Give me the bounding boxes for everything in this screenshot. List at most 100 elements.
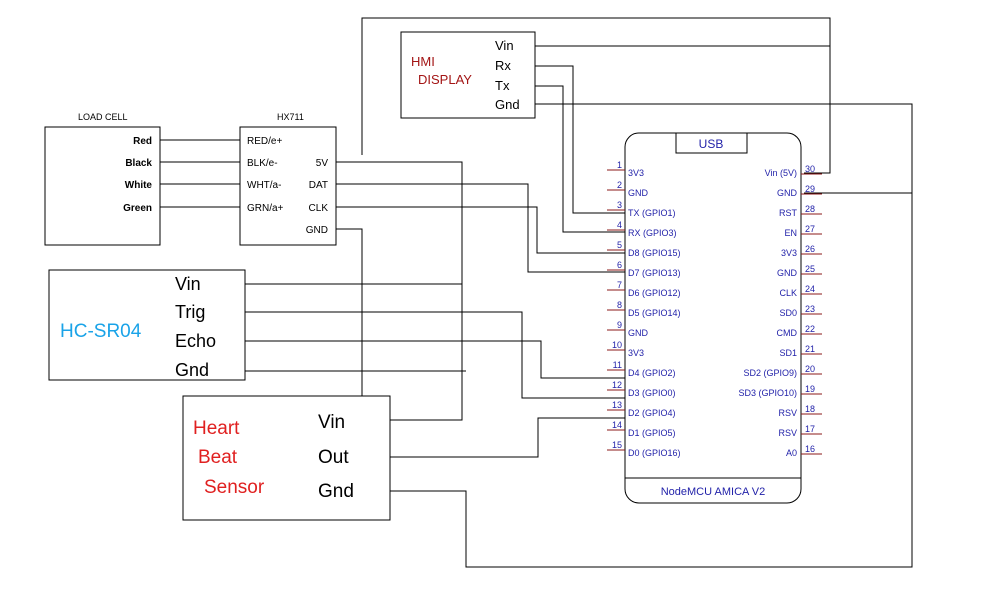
load-cell-pin-label: White	[125, 180, 153, 191]
nodemcu-left-pin-label: D5 (GPIO14)	[628, 308, 681, 318]
hx711-right-pin-label: GND	[306, 225, 328, 236]
nodemcu-right-pin-number: 22	[805, 324, 815, 334]
nodemcu-right-pin-label: EN	[784, 228, 797, 238]
hx711-left-pin-labels: RED/e+ BLK/e- WHT/a- GRN/a+	[247, 136, 284, 214]
hmi-title-line2: DISPLAY	[418, 72, 472, 87]
nodemcu-left-pin-label: GND	[628, 328, 649, 338]
hc-sr04-pin-label: Gnd	[175, 360, 209, 380]
nodemcu-left-pin-label: D6 (GPIO12)	[628, 288, 681, 298]
nodemcu-left-pin-label: D8 (GPIO15)	[628, 248, 681, 258]
nodemcu-right-pin-number: 28	[805, 204, 815, 214]
nodemcu-left-pin-label: GND	[628, 188, 649, 198]
nodemcu-left-pin-label: RX (GPIO3)	[628, 228, 677, 238]
load-cell-pin-label: Black	[125, 158, 152, 169]
nodemcu-right-pin-number: 25	[805, 264, 815, 274]
hmi-title-line1: HMI	[411, 54, 435, 69]
nodemcu-right-pin-number: 20	[805, 364, 815, 374]
nodemcu-left-pin-number: 1	[617, 160, 622, 170]
nodemcu-right-pin-number: 29	[805, 184, 815, 194]
nodemcu-right-pin-label: RSV	[778, 408, 797, 418]
nodemcu-right-pin-label: SD0	[779, 308, 797, 318]
hc-sr04-title: HC-SR04	[60, 321, 142, 342]
nodemcu-left-pin-label: D0 (GPIO16)	[628, 448, 681, 458]
nodemcu-left-pin-label: 3V3	[628, 168, 644, 178]
hx711-right-pin-labels: 5V DAT CLK GND	[306, 158, 329, 236]
nodemcu-right-pin-label: Vin (5V)	[765, 168, 797, 178]
hx711-right-pin-label: DAT	[309, 180, 328, 191]
hmi-pin-label: Gnd	[495, 97, 520, 112]
heart-title-line1: Heart	[193, 418, 240, 439]
nodemcu-left-pin-label: D2 (GPIO4)	[628, 408, 676, 418]
load-cell-pin-label: Green	[123, 203, 152, 214]
nodemcu-left-pin-number: 8	[617, 300, 622, 310]
load-cell-pin-label: Red	[133, 136, 152, 147]
hc-sr04-pin-label: Echo	[175, 331, 216, 351]
nodemcu-left-pin-label: TX (GPIO1)	[628, 208, 676, 218]
hc-sr04-pin-label: Vin	[175, 274, 201, 294]
hx711-left-pin-label: WHT/a-	[247, 180, 281, 191]
hx711-box	[239, 126, 337, 246]
heart-pin-label: Out	[318, 447, 349, 468]
hx711-title: HX711	[277, 112, 304, 122]
nodemcu-right-pin-label: RSV	[778, 428, 797, 438]
usb-connector	[675, 132, 748, 154]
nodemcu-left-pin-number: 10	[612, 340, 622, 350]
nodemcu-left-pin-number: 14	[612, 420, 622, 430]
nodemcu-right-pin-label: A0	[786, 448, 797, 458]
heart-beat-sensor-box	[182, 395, 391, 521]
hx711-right-pin-label: 5V	[316, 158, 329, 169]
nodemcu-left-pin-number: 12	[612, 380, 622, 390]
nodemcu-left-pin-number: 2	[617, 180, 622, 190]
nodemcu-right-pin-label: SD3 (GPIO10)	[738, 388, 797, 398]
nodemcu-right-pin-label: SD2 (GPIO9)	[743, 368, 797, 378]
hmi-pin-label: Vin	[495, 38, 514, 53]
nodemcu-right-pin-number: 16	[805, 444, 815, 454]
nodemcu-left-pin-label: D1 (GPIO5)	[628, 428, 676, 438]
heart-pin-label: Gnd	[318, 481, 354, 502]
nodemcu-right-pin-number: 17	[805, 424, 815, 434]
wire-heart-out	[390, 417, 625, 458]
nodemcu-left-pin-number: 5	[617, 240, 622, 250]
hx711-left-pin-label: RED/e+	[247, 136, 282, 147]
nodemcu-right-pin-number: 30	[805, 164, 815, 174]
nodemcu-right-pin-label: 3V3	[781, 248, 797, 258]
load-cell-box	[44, 126, 161, 246]
wire-5v-top	[361, 17, 831, 174]
nodemcu-right-pin-number: 23	[805, 304, 815, 314]
wire-hx-dat	[336, 183, 625, 273]
nodemcu-left-pin-number: 3	[617, 200, 622, 210]
hc-sr04-box	[48, 269, 246, 381]
hx711-left-pin-label: GRN/a+	[247, 203, 284, 214]
nodemcu-left-pin-label: D7 (GPIO13)	[628, 268, 681, 278]
nodemcu-right-pin-label: GND	[777, 188, 798, 198]
nodemcu-left-pin-number: 13	[612, 400, 622, 410]
nodemcu-left-pin-label: D3 (GPIO0)	[628, 388, 676, 398]
nodemcu-right-pin-number: 18	[805, 404, 815, 414]
nodemcu-left-pin-number: 11	[613, 360, 622, 370]
wire-hmi-tx	[535, 85, 625, 233]
hx711-left-pin-label: BLK/e-	[247, 158, 278, 169]
hx711: HX711 RED/e+ BLK/e- WHT/a- GRN/a+ 5V DAT CLK G…	[239, 112, 337, 246]
wire-hmi-gnd	[390, 103, 913, 568]
hx711-right-pin-label: CLK	[309, 203, 329, 214]
nodemcu-right-pin-number: 24	[805, 284, 815, 294]
heart-title-line3: Sensor	[204, 477, 265, 498]
wire-hmi-rx	[535, 65, 625, 214]
hc-sr04-pin-label: Trig	[175, 302, 205, 322]
nodemcu-footer: NodeMCU AMICA V2	[661, 486, 766, 498]
nodemcu-left-pin-number: 7	[617, 280, 622, 290]
nodemcu-left-pin-number: 6	[617, 260, 622, 270]
nodemcu-right-pin-number: 26	[805, 244, 815, 254]
nodemcu-left-pin-number: 9	[617, 320, 622, 330]
hmi-display-box	[400, 31, 536, 119]
nodemcu-left-pin-label: 3V3	[628, 348, 644, 358]
